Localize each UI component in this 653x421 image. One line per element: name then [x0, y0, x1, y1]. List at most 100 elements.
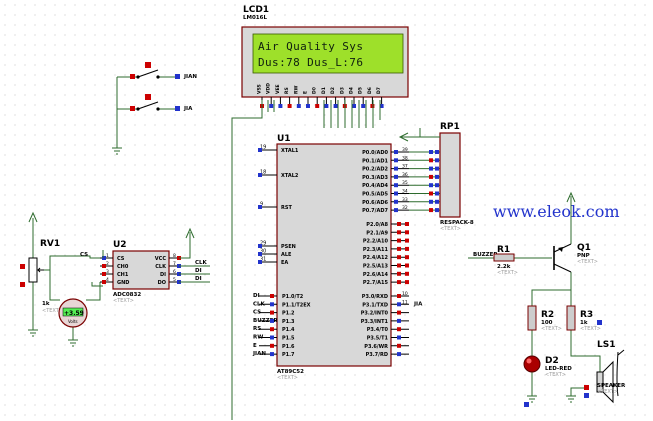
mcu-pin-name: ALE: [281, 252, 292, 258]
mcu-pin-name: P3.3/INT1: [361, 319, 389, 325]
mcu-ref: U1: [277, 134, 291, 144]
mcu-pin-name: P0.3/AD3: [362, 175, 388, 181]
pin-marker: [102, 272, 106, 276]
pin-marker: [429, 199, 433, 204]
adc-text-tag: <TEXT>: [113, 298, 134, 304]
pin-marker: [278, 104, 283, 108]
rv1-wires: [28, 211, 103, 347]
pin-marker: [270, 343, 274, 348]
adc-ref: U2: [113, 240, 127, 250]
pin-marker: [102, 256, 106, 260]
lcd-pin-label: D5: [358, 87, 364, 94]
lcd-pin-label: E: [303, 91, 309, 94]
mcu-pin-name: P1.2: [282, 311, 295, 317]
mcu-pin-name: P2.3/A11: [363, 247, 389, 253]
pin-marker: [405, 263, 409, 268]
mcu-pin-name: P1.3: [282, 319, 295, 325]
button-jia[interactable]: [136, 94, 160, 111]
mcu-pin-name: P1.5: [282, 336, 295, 342]
voltmeter[interactable]: +3.59 Volts: [58, 298, 88, 328]
mcu-pin-num: 36: [402, 172, 408, 178]
r3-body[interactable]: [566, 305, 576, 331]
mcu-net-label: RS: [253, 326, 261, 332]
mcu-pin-name: XTAL2: [281, 173, 299, 179]
adc-net-clk: CLK: [195, 260, 208, 266]
mcu-net-label: DI: [253, 293, 260, 299]
lcd-model: LM016L: [243, 15, 267, 21]
pin-marker: [102, 280, 106, 284]
lcd-pin-label: D6: [367, 87, 373, 94]
lcd-pin-label: VSS: [257, 84, 263, 94]
pin-marker: [397, 352, 401, 357]
pin-marker: [306, 104, 310, 108]
mcu-pin-num: 33: [402, 197, 408, 203]
pin-marker: [270, 352, 274, 357]
adc-pin-num: 6: [173, 269, 176, 275]
pin-marker: [397, 238, 401, 243]
mcu-pin-num: 35: [402, 180, 408, 186]
d2-led[interactable]: [523, 355, 541, 373]
pin-marker: [270, 294, 274, 298]
pin-marker: [429, 166, 433, 171]
pin-marker: [405, 230, 409, 235]
r2-text-tag: <TEXT>: [541, 326, 562, 332]
rp1-text-tag: <TEXT>: [440, 226, 461, 232]
rp1-wires: [398, 128, 440, 142]
pin-marker: [584, 393, 589, 398]
mcu-pin-num: 9: [260, 202, 263, 208]
pin-marker: [258, 173, 262, 177]
rp1-part: RESPACK-8: [440, 220, 474, 226]
ls1-part: SPEAKER: [597, 383, 626, 389]
mcu-part: AT89C52: [277, 369, 304, 375]
mcu-pin-name: P2.2/A10: [363, 239, 389, 245]
mcu-pin-name: P2.0/A8: [366, 222, 388, 228]
pin-marker: [435, 208, 439, 213]
q1-transistor[interactable]: [553, 243, 572, 273]
mcu-pin-name: P3.0/RXD: [362, 294, 388, 300]
pin-marker: [429, 150, 433, 154]
adc-part: ADC0832: [113, 292, 141, 298]
pin-marker: [429, 183, 433, 188]
lcd-pin-label: D1: [321, 87, 327, 94]
r2-body[interactable]: [527, 305, 537, 331]
rp1-body[interactable]: [439, 132, 461, 218]
pin-marker: [435, 166, 439, 171]
adc-pin-name: CH1: [117, 272, 129, 278]
pin-marker: [258, 252, 262, 256]
pin-marker: [394, 199, 398, 204]
pin-marker: [405, 255, 409, 260]
lcd-screen: [252, 33, 404, 74]
pin-marker: [270, 335, 274, 340]
ls1-text-tag: <TEXT>: [597, 389, 618, 395]
r1-body[interactable]: [493, 253, 515, 262]
pin-marker: [435, 199, 439, 204]
r2-value: 100: [541, 320, 553, 326]
adc-pin-num: 1: [106, 253, 109, 259]
pin-marker: [258, 205, 262, 209]
ls1-speaker[interactable]: [596, 349, 625, 404]
pin-marker: [435, 158, 439, 163]
adc-pin-name: DO: [158, 280, 166, 286]
mcu-body[interactable]: [276, 143, 392, 367]
mcu-pin-num: 31: [260, 257, 266, 263]
mcu-pin-num: 29: [260, 241, 266, 247]
pin-marker: [20, 264, 25, 269]
voltmeter-reading: +3.59: [64, 310, 84, 317]
pin-marker: [435, 191, 439, 196]
pin-marker: [370, 104, 375, 108]
adc-pin-name: VCC: [155, 256, 167, 262]
pin-marker: [287, 104, 292, 108]
button-jian[interactable]: [136, 62, 160, 79]
pin-marker: [270, 302, 274, 307]
adc-body[interactable]: [112, 250, 170, 290]
lcd-pin-label: D3: [339, 87, 345, 94]
mcu-pin-name: PSEN: [281, 244, 296, 250]
mcu-pin-num: 34: [402, 189, 408, 195]
mcu-pin-name: P0.1/AD1: [362, 158, 388, 164]
adc-net-cs: CS: [80, 252, 88, 258]
d2-part: LED-RED: [545, 366, 572, 372]
adc-pin-name: CS: [117, 256, 125, 262]
pin-marker: [429, 174, 433, 179]
rv1-potentiometer[interactable]: [28, 257, 44, 283]
